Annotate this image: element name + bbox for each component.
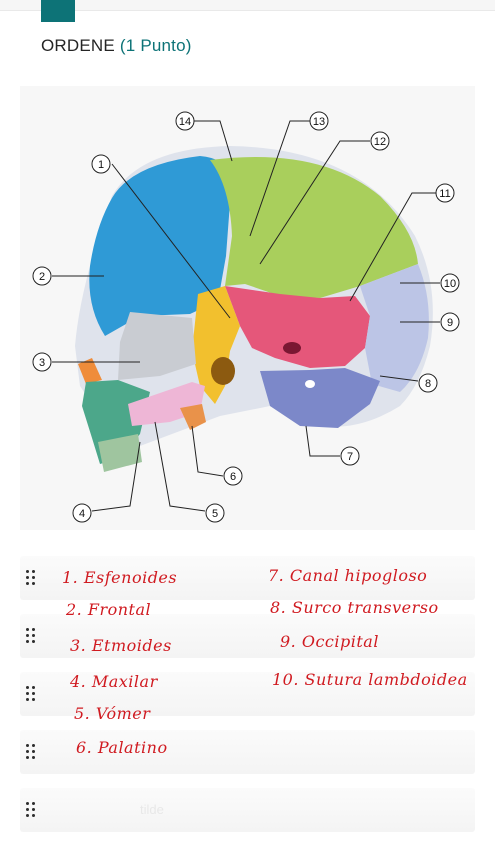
question-points: (1 Punto) [119, 36, 192, 55]
handwritten-answer: 6. Palatino [76, 738, 168, 757]
drag-handle-icon[interactable] [26, 686, 38, 702]
order-row[interactable] [20, 614, 475, 658]
question-number-badge [41, 0, 75, 22]
ear-canal [211, 357, 235, 385]
callout-7: 7 [347, 451, 353, 463]
drag-handle-icon[interactable] [26, 802, 38, 818]
callout-10: 10 [444, 278, 456, 290]
top-strip [0, 0, 495, 11]
handwritten-answer: 1. Esfenoides [62, 568, 178, 587]
cranial-base [260, 368, 380, 428]
row-background [20, 556, 475, 600]
callout-5: 5 [212, 508, 218, 520]
callout-9: 9 [447, 317, 453, 329]
callout-2: 2 [39, 271, 45, 283]
skull-illustration: 1 2 3 4 5 6 7 8 9 10 11 [32, 111, 460, 523]
teeth [98, 434, 142, 472]
nasal-bone [78, 358, 102, 384]
ethmoid-bone [118, 312, 196, 380]
occipital-bone [360, 264, 429, 392]
palatine-bone [180, 404, 206, 430]
foramen [283, 342, 301, 354]
question-title-text: ORDENE [41, 36, 115, 55]
row-background [20, 730, 475, 774]
row-background [20, 672, 475, 716]
question-title: ORDENE (1 Punto) [41, 36, 192, 56]
callout-8: 8 [425, 378, 431, 390]
handwritten-answer: 4. Maxilar [70, 672, 158, 691]
callout-12: 12 [374, 136, 386, 148]
callout-13: 13 [313, 116, 325, 128]
handwritten-answer: 9. Occipital [280, 632, 379, 651]
order-row[interactable] [20, 672, 475, 716]
drag-handle-icon[interactable] [26, 628, 38, 644]
handwritten-answer: 2. Frontal [66, 600, 152, 619]
handwritten-answer: 5. Vómer [74, 704, 151, 723]
order-row[interactable] [20, 556, 475, 600]
drag-handle-icon[interactable] [26, 570, 38, 586]
row-background [20, 614, 475, 658]
frontal-bone [89, 156, 232, 336]
callout-1: 1 [98, 159, 104, 171]
handwritten-answer: 10. Sutura lambdoidea [272, 670, 468, 689]
row-background [20, 788, 475, 832]
callout-14: 14 [179, 116, 191, 128]
row-ghost-label: tilde [140, 802, 164, 817]
callout-4: 4 [79, 508, 85, 520]
handwritten-answer: 3. Etmoides [70, 636, 172, 655]
skull-figure: 1 2 3 4 5 6 7 8 9 10 11 [20, 86, 475, 530]
temporal-bone [225, 286, 370, 368]
callout-11: 11 [439, 188, 450, 200]
parietal-bone [210, 156, 418, 298]
callout-circles: 1 2 3 4 5 6 7 8 9 10 11 [32, 111, 460, 523]
handwritten-answer: 7. Canal hipogloso [268, 566, 428, 585]
leader-lines [52, 120, 445, 512]
callout-6: 6 [230, 471, 236, 483]
handwritten-answer: 8. Surco transverso [270, 598, 439, 617]
drag-handle-icon[interactable] [26, 744, 38, 760]
order-row[interactable]: tilde [20, 788, 475, 832]
order-row[interactable] [20, 730, 475, 774]
callout-3: 3 [39, 357, 45, 369]
hypoglossal-canal [305, 380, 315, 388]
